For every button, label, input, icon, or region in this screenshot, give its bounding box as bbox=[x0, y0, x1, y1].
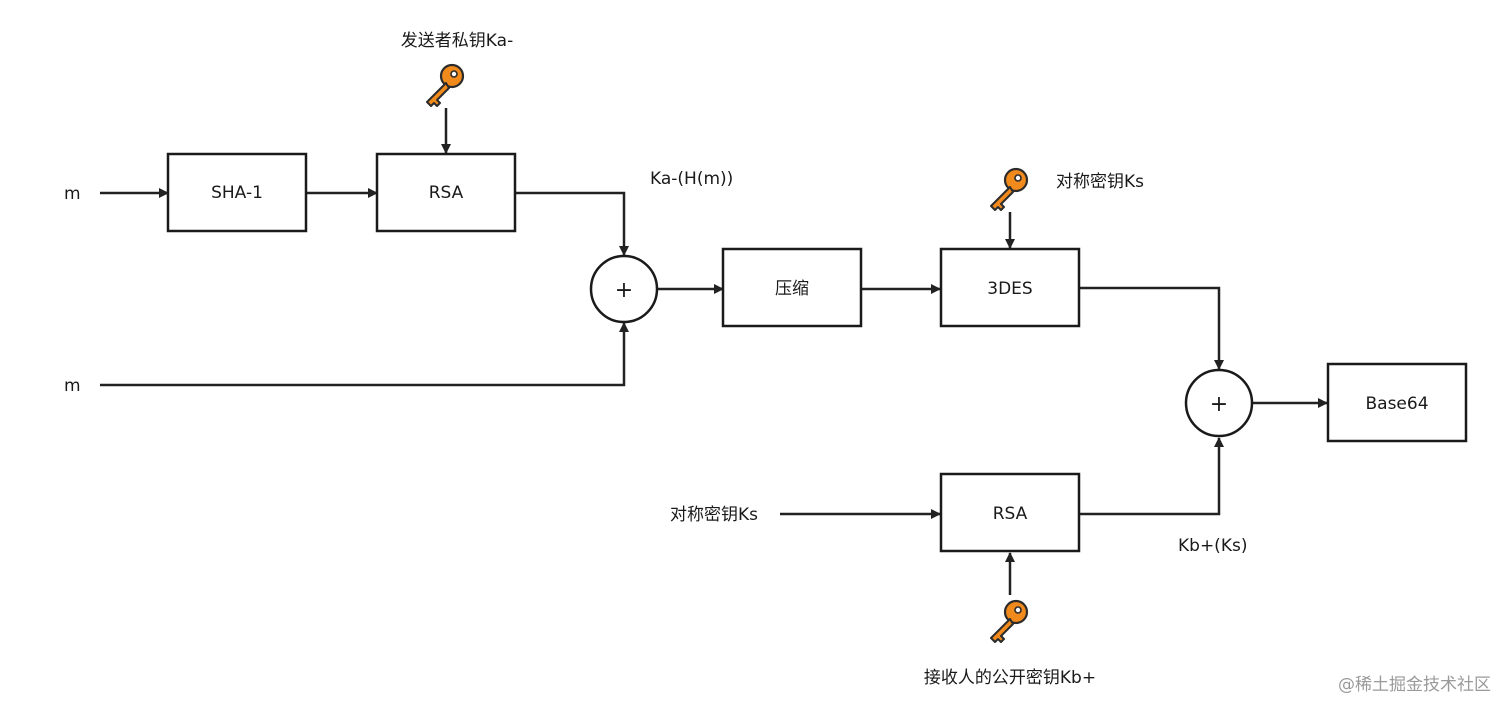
watermark: @稀土掘金技术社区 bbox=[1338, 675, 1491, 695]
arrow-m-to-combine1 bbox=[100, 322, 629, 387]
signature-label: Ka-(H(m)) bbox=[650, 169, 733, 189]
key-icon bbox=[989, 167, 1029, 212]
arrow-rsa-to-combine2 bbox=[1079, 437, 1224, 516]
compress-box: 压缩 bbox=[721, 247, 863, 328]
rsa-key-box: RSA bbox=[939, 472, 1081, 553]
combine-circle-2: + bbox=[1184, 368, 1254, 438]
compress-label: 压缩 bbox=[775, 279, 809, 299]
3des-label: 3DES bbox=[987, 279, 1032, 299]
rsa-sign-box: RSA bbox=[375, 152, 517, 233]
symmetric-key-left-label: 对称密钥Ks bbox=[670, 505, 758, 525]
symmetric-key-top-label: 对称密钥Ks bbox=[1056, 172, 1144, 192]
base64-label: Base64 bbox=[1365, 394, 1428, 414]
sha1-label: SHA-1 bbox=[211, 183, 263, 203]
plus-operator-2: + bbox=[1210, 392, 1228, 417]
rsa-sign-label: RSA bbox=[429, 183, 464, 203]
key-icon bbox=[989, 599, 1029, 644]
receiver-public-key-label: 接收人的公开密钥Kb+ bbox=[924, 668, 1096, 688]
encrypted-key-label: Kb+(Ks) bbox=[1178, 536, 1247, 556]
sender-private-key-label: 发送者私钥Ka- bbox=[401, 31, 513, 51]
sha1-box: SHA-1 bbox=[166, 152, 308, 233]
base64-box: Base64 bbox=[1326, 362, 1468, 443]
key-icon bbox=[425, 63, 465, 108]
plus-operator-1: + bbox=[615, 278, 633, 303]
arrow-rsa-to-combine1 bbox=[516, 191, 629, 256]
rsa-key-label: RSA bbox=[993, 504, 1028, 524]
arrow-3des-to-combine2 bbox=[1079, 286, 1224, 370]
3des-box: 3DES bbox=[939, 247, 1081, 328]
input-m-top-label: m bbox=[64, 184, 81, 204]
input-m-bottom-label: m bbox=[64, 376, 81, 396]
combine-circle-1: + bbox=[589, 254, 659, 324]
